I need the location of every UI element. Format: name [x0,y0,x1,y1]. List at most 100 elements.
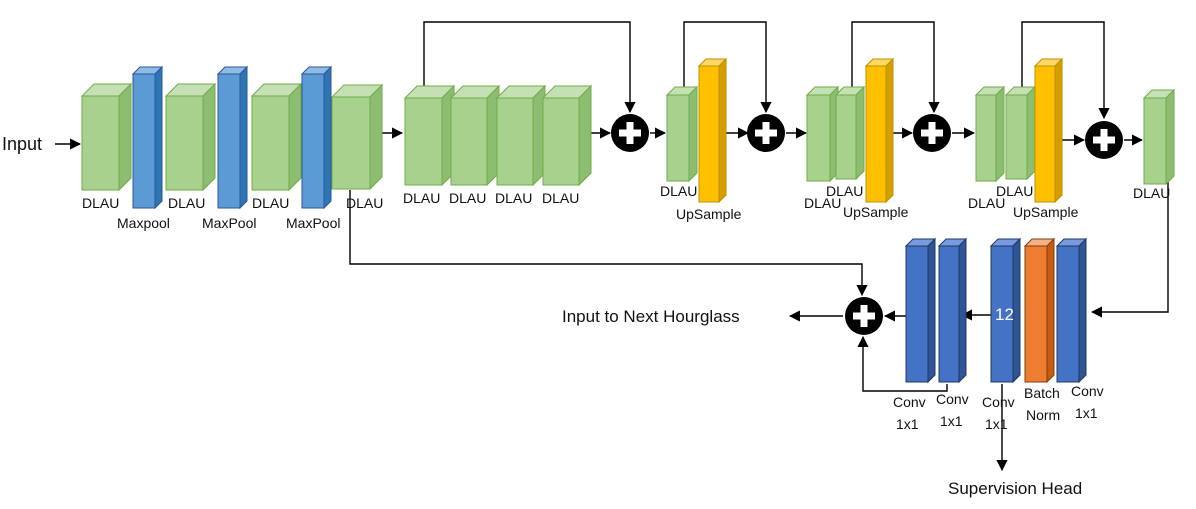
dlau-block-5-front [404,97,443,186]
batchnorm-block [1023,237,1056,384]
conv-label-3: Conv [982,394,1015,410]
conv-block-2-front [938,245,960,383]
norm-label: Norm [1026,407,1060,423]
upsample-block-3-front [1034,65,1056,203]
batch-label: Batch [1024,385,1060,401]
dlau-block-2-front [165,95,204,191]
maxpool-block-2-side [239,65,248,210]
dlau-block-3 [250,82,303,192]
dlau-block-12 [974,85,1006,183]
upsample-block-3 [1033,57,1064,204]
dlau-label-13: DLAU [968,195,1005,211]
upsample-label-1: UpSample [676,206,742,222]
sum-node-2 [747,114,785,152]
upsample-block-1 [697,57,728,204]
upsample-label-3: UpSample [1013,204,1079,220]
dlau-block-13-front [1005,94,1028,180]
conv-block-3-side [1012,237,1021,384]
dlau-label-14: DLAU [1133,185,1170,201]
maxpool-block-2 [216,65,249,210]
dlau-block-12-front [975,94,997,182]
dlau-block-1 [80,82,133,192]
upsample-block-3-side [1054,57,1063,204]
conv-block-1 [904,237,937,384]
channel-count: 12 [995,305,1014,324]
conv-feedback-arrow [857,335,948,392]
dlau-block-1-front [81,95,120,191]
maxpool-block-1-side [154,65,163,210]
dlau-label-10: DLAU [826,183,863,199]
dlau-block-6 [449,84,501,187]
sum-nodes [611,114,1123,335]
maxpool-label-3: MaxPool [286,215,340,231]
encoder-skip-connection [349,190,868,297]
dlau-block-8-front [542,97,580,186]
conv-label-2: Conv [936,391,969,407]
skip-connection-2 [683,21,772,114]
dlau-block-1-side [118,82,132,192]
dlau-block-10-front [806,94,831,182]
batchnorm-block-front [1024,245,1048,383]
dlau-label-11: DLAU [804,195,841,211]
conv-block-4-front [1056,245,1080,383]
skip-connection-4 [1021,21,1110,120]
dlau-block-10 [805,85,840,183]
dlau-block-7-front [496,97,534,186]
dlau-label-12: DLAU [996,183,1033,199]
dlau-block-9-front [666,94,690,182]
conv-block-4-side [1078,237,1087,384]
dlau-label-9: DLAU [660,183,697,199]
dlau-label-2: DLAU [168,195,205,211]
dlau-label-6: DLAU [449,190,486,206]
next-hourglass-label: Input to Next Hourglass [562,307,740,326]
dlau-block-5 [403,84,456,187]
dlau-block-13 [1004,85,1037,181]
dlau-block-11-side [855,85,865,181]
conv-block-2 [937,237,968,384]
dlau-block-2-side [202,82,216,192]
dlau-label-1: DLAU [82,195,119,211]
maxpool-block-3 [300,65,333,210]
upsample-block-2 [864,57,895,204]
conv-size-label-3: 1x1 [985,416,1008,432]
maxpool-block-3-side [323,65,332,210]
dlau-block-9 [665,85,699,183]
dlau-block-4 [330,83,384,191]
conv-size-label-2: 1x1 [940,413,963,429]
conv-label-1: Conv [893,394,926,410]
maxpool-label-2: MaxPool [202,215,256,231]
conv-block-3-front [990,245,1014,383]
maxpool-block-3-front [301,73,325,209]
sum-node-3 [913,114,951,152]
input-label: Input [2,134,42,154]
labels: Input DLAU Maxpool DLAU MaxPool DLAU Max… [2,134,1170,498]
dlau-label-7: DLAU [495,190,532,206]
upsample-block-2-front [865,65,887,203]
conv-block-1-side [927,237,936,384]
blocks [80,57,1176,384]
sum-node-5 [845,297,883,335]
dlau-block-3-side [288,82,302,192]
maxpool-block-1-front [132,73,156,209]
dlau-label-3: DLAU [252,195,289,211]
maxpool-block-1 [131,65,164,210]
dlau-block-14-front [1143,97,1167,185]
sum-node-4 [1085,121,1123,159]
maxpool-block-2-front [217,73,241,209]
dlau-block-6-front [450,97,488,186]
upsample-label-2: UpSample [843,204,909,220]
sum-node-1-plus-v [626,122,634,144]
connectors [55,21,1169,472]
conv-block-3 [989,237,1022,384]
upsample-block-1-side [718,57,727,204]
conv-size-label-1: 1x1 [896,416,919,432]
sum-node-3-plus-v [928,122,936,144]
dlau-block-14-side [1165,88,1175,186]
dlau-block-2 [164,82,217,192]
batchnorm-block-side [1046,237,1055,384]
sum-node-2-plus-v [762,122,770,144]
conv-size-label-4: 1x1 [1075,405,1098,421]
dlau-label-4: DLAU [346,195,383,211]
